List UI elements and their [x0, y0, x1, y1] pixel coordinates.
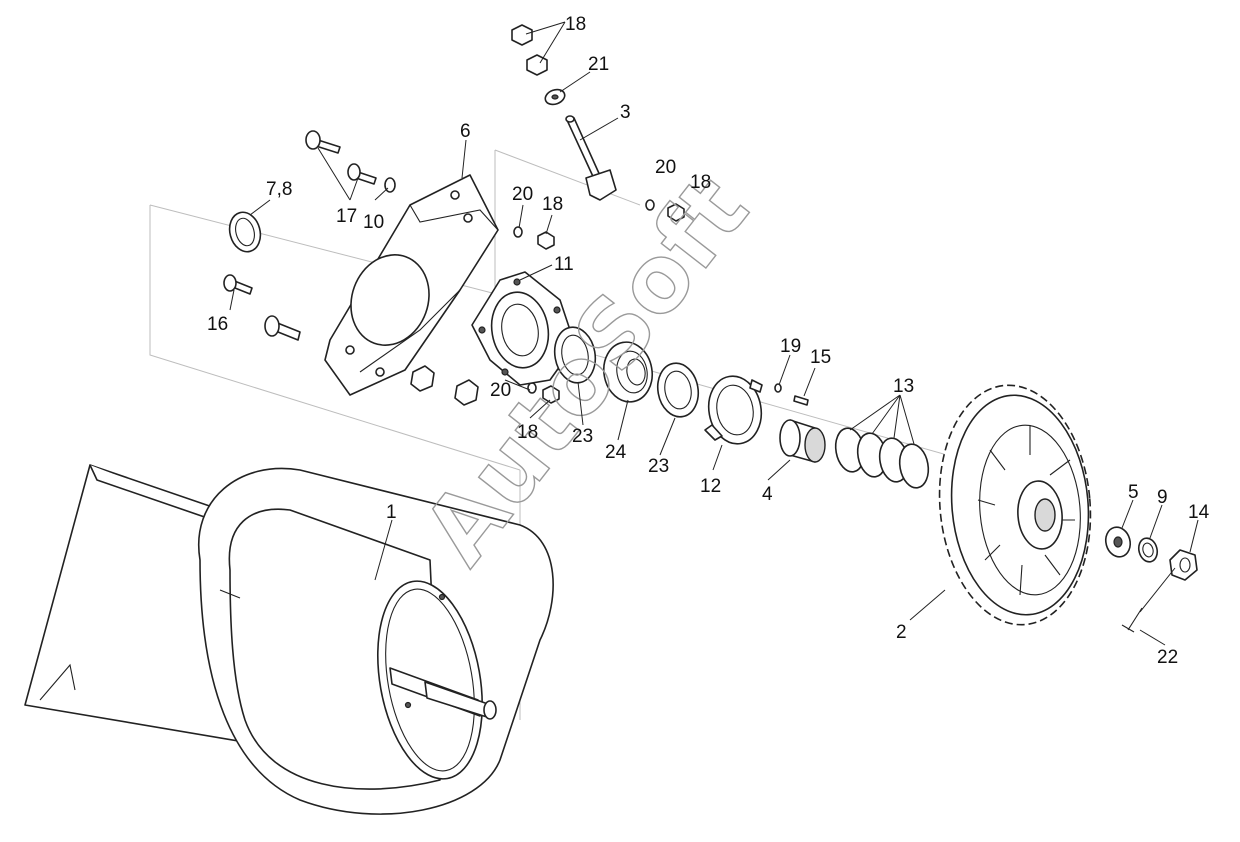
part-14-castle-nut — [1169, 549, 1198, 581]
part-3-stud-bracket — [565, 115, 617, 201]
callout-3: 3 — [620, 102, 631, 123]
callout-22: 22 — [1157, 647, 1178, 668]
part-6-mounting-plate — [324, 174, 499, 396]
callout-labels: 18 21 3 6 7,8 17 10 20 18 20 18 11 16 19… — [207, 14, 1210, 668]
callout-14: 14 — [1188, 502, 1210, 523]
part-4-bushing — [779, 419, 826, 463]
callout-20: 20 — [655, 157, 676, 178]
callout-leader-lines — [229, 21, 1199, 646]
plate-nuts — [410, 365, 479, 406]
part-24-bearing — [602, 341, 654, 403]
callout-15: 15 — [810, 347, 831, 368]
part-17-bolts — [305, 130, 377, 185]
callout-4: 4 — [762, 484, 773, 505]
callout-20: 20 — [512, 184, 533, 205]
part-23-seal-left — [553, 326, 597, 384]
callout-18: 18 — [542, 194, 563, 215]
callout-16: 16 — [207, 314, 228, 335]
part-11-bearing-housing — [471, 271, 576, 386]
part-21-washer — [544, 88, 566, 106]
part-23-seal-right — [656, 362, 700, 418]
part-2-sprocket — [938, 384, 1092, 626]
callout-23: 23 — [648, 456, 669, 477]
callout-18: 18 — [565, 14, 586, 35]
part-15-screw — [793, 395, 809, 406]
part-9-washer — [1137, 537, 1159, 563]
callout-18: 18 — [517, 422, 538, 443]
callout-13: 13 — [893, 376, 914, 397]
callout-21: 21 — [588, 54, 609, 75]
callout-23: 23 — [572, 426, 593, 447]
callout-7-8: 7,8 — [266, 179, 292, 200]
part-19-washer — [774, 383, 782, 393]
part-7-8-shim-ring — [228, 211, 262, 253]
callout-9: 9 — [1157, 487, 1168, 508]
callout-5: 5 — [1128, 482, 1139, 503]
callout-2: 2 — [896, 622, 907, 643]
callout-18: 18 — [690, 172, 711, 193]
part-18-top-nuts — [511, 24, 548, 76]
part-20-18-bracket-hardware — [513, 199, 685, 404]
callout-12: 12 — [700, 476, 721, 497]
callout-11: 11 — [554, 254, 574, 275]
callout-6: 6 — [460, 121, 471, 142]
callout-10: 10 — [363, 212, 384, 233]
callout-24: 24 — [605, 442, 627, 463]
part-1-auger-drum — [24, 464, 554, 815]
callout-20: 20 — [490, 380, 511, 401]
callout-17: 17 — [336, 206, 357, 227]
callout-1: 1 — [386, 502, 397, 523]
part-5-washer — [1104, 526, 1132, 558]
callout-19: 19 — [780, 336, 801, 357]
part-22-cotter-pin — [1121, 607, 1143, 633]
part-13-rings — [834, 427, 930, 489]
part-12-bearing-cover — [704, 375, 763, 445]
part-16-bolts — [223, 274, 301, 341]
